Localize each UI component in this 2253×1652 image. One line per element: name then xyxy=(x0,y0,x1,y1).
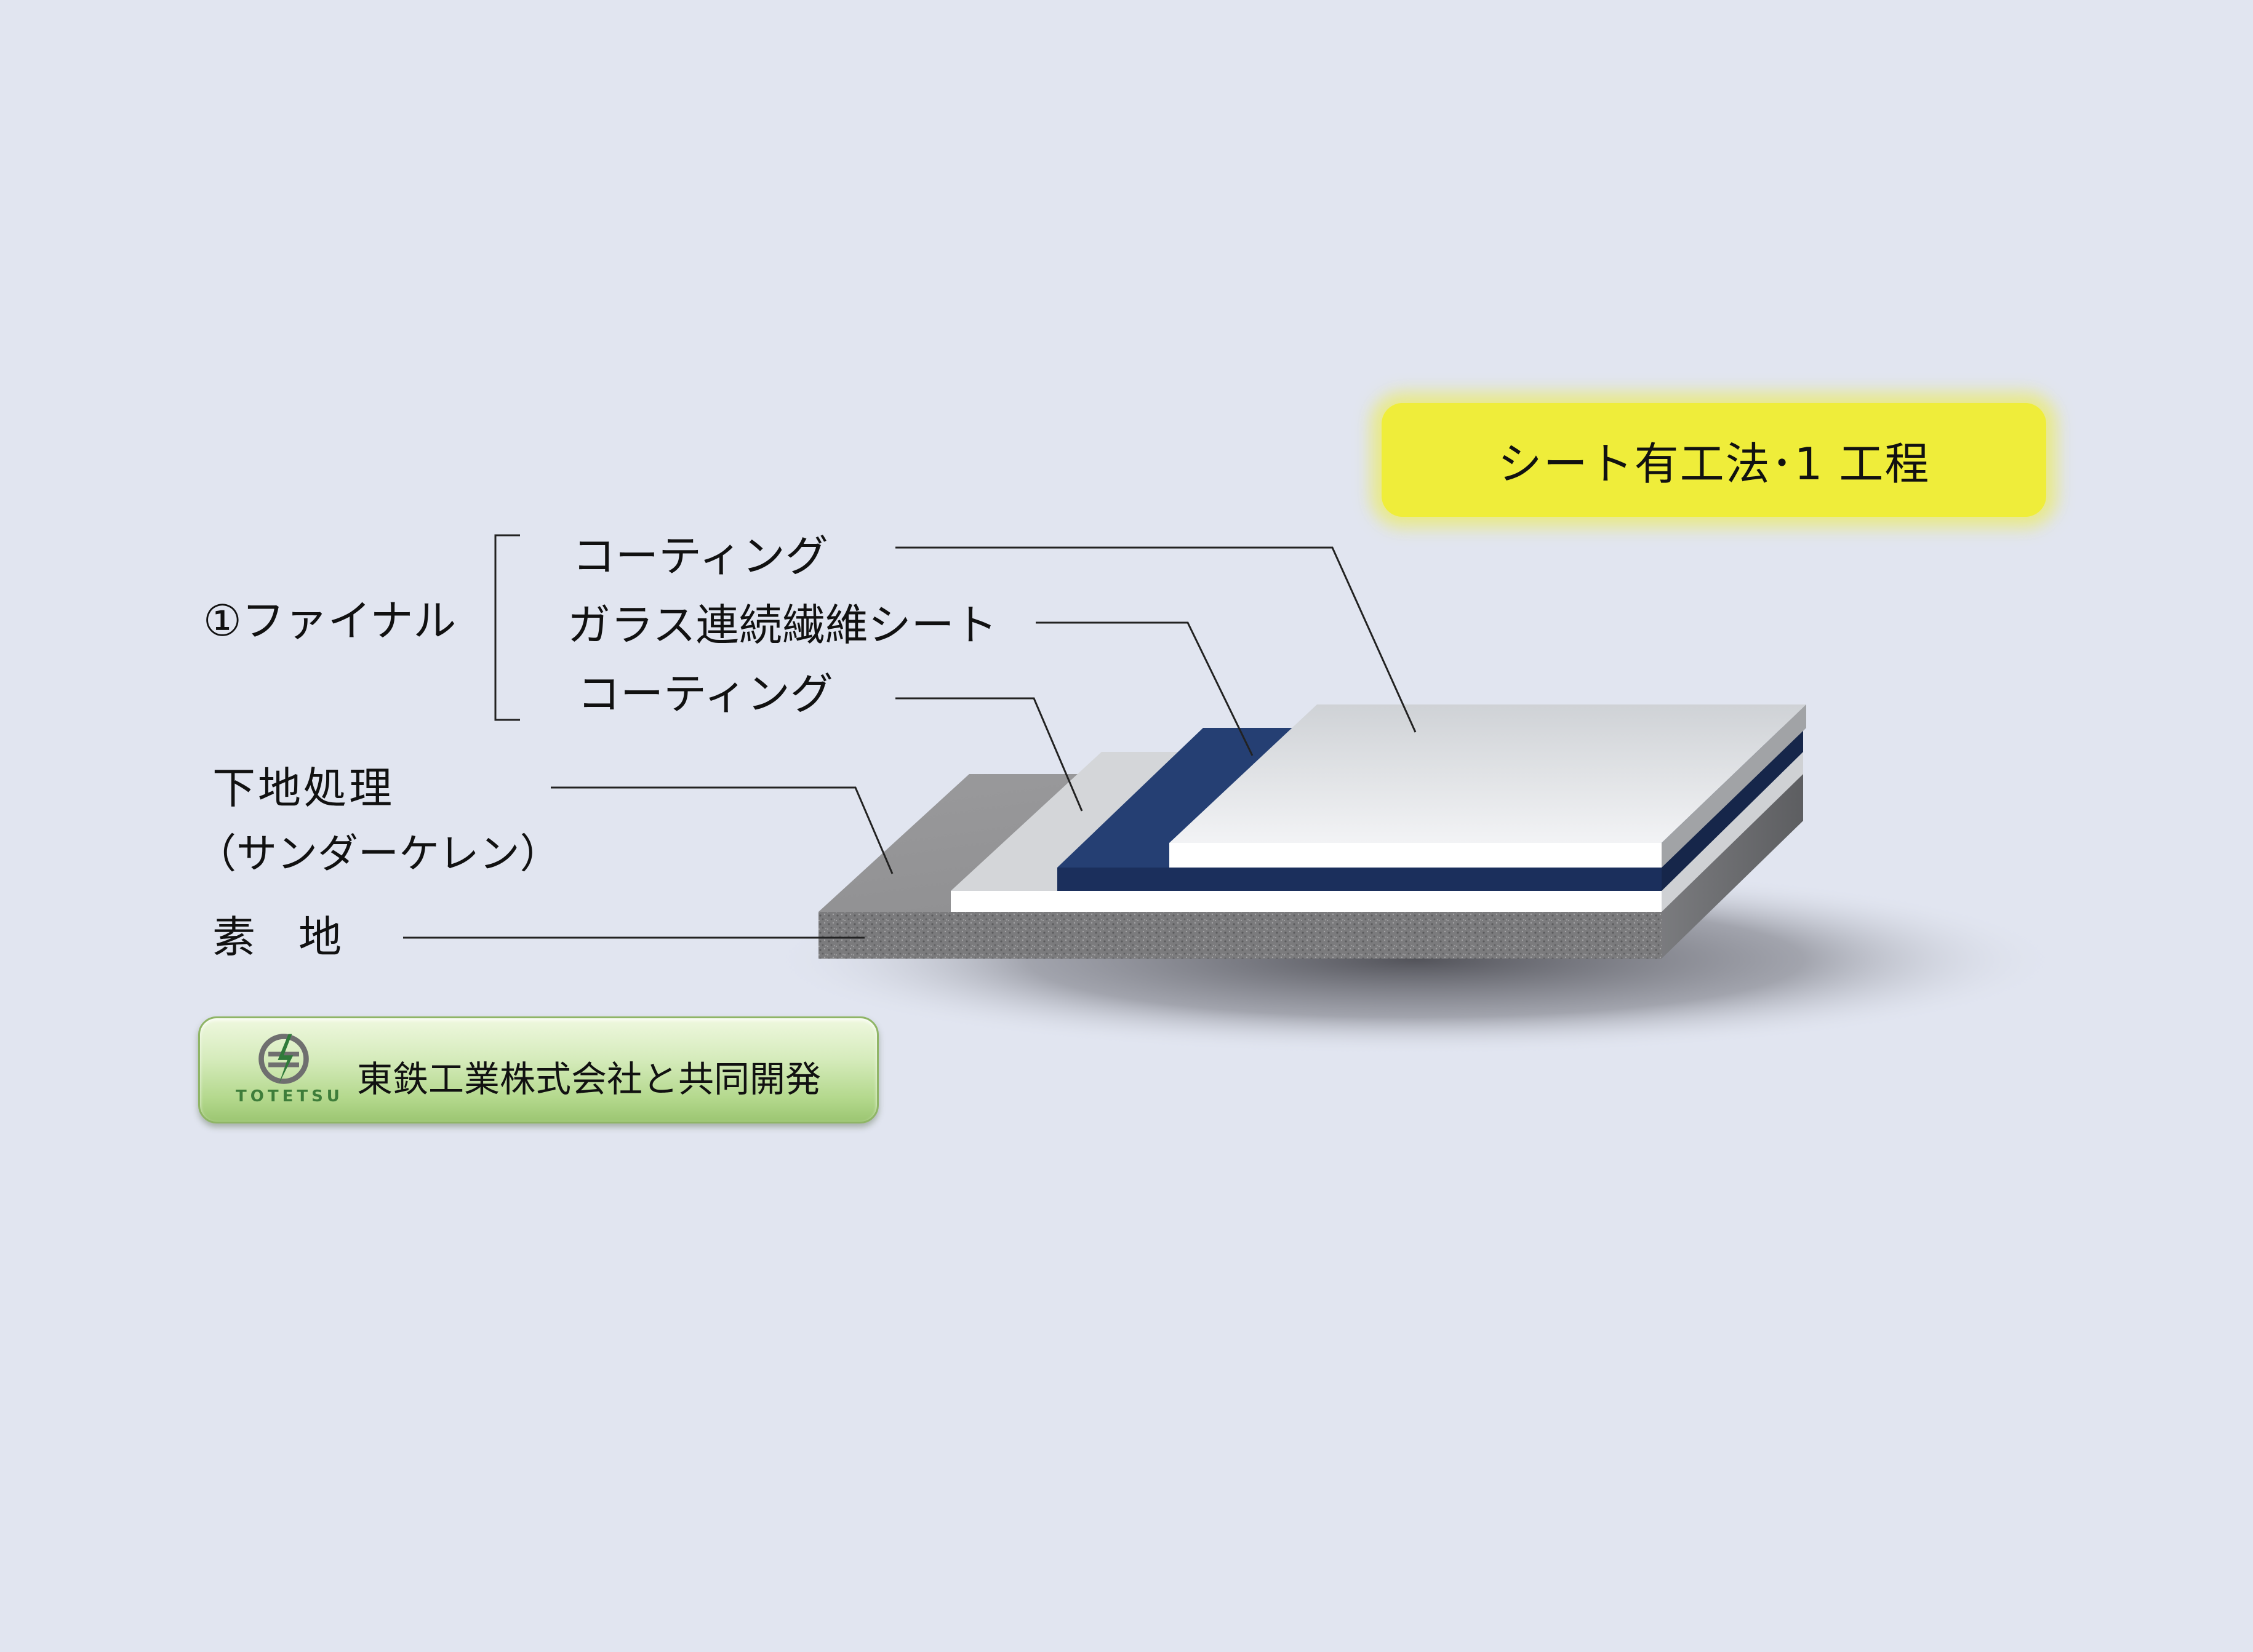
slab-right-edge xyxy=(1662,704,1806,868)
substrate-front xyxy=(818,912,1662,959)
badge-text: 東鉄工業株式会社と共同開発 xyxy=(357,1058,822,1100)
title-box: シート有工法･1 工程 xyxy=(1382,403,2046,517)
coating-top xyxy=(1169,704,1806,843)
co-development-badge: TOTETSU 東鉄工業株式会社と共同開発 xyxy=(198,1016,879,1123)
diagram-title: シート有工法･1 工程 xyxy=(1497,438,1931,490)
label-final-group: ①ファイナル xyxy=(203,596,456,646)
label-glass-sheet: ガラス連続繊維シート xyxy=(567,600,998,650)
totetsu-logo-icon xyxy=(258,1034,309,1084)
label-prep-line1: 下地処理 xyxy=(212,763,394,813)
glass-sheet-front xyxy=(1057,868,1662,891)
leader-prep xyxy=(551,786,894,874)
label-coating-bottom: コーティング xyxy=(577,669,833,719)
label-substrate: 素 地 xyxy=(212,912,342,962)
group-bracket xyxy=(494,534,520,721)
leader-coating-bottom xyxy=(895,697,1083,812)
leader-glass-sheet xyxy=(1036,621,1254,756)
totetsu-logo-word: TOTETSU xyxy=(236,1087,343,1106)
prep-layer-right xyxy=(1662,752,1803,912)
label-coating-top: コーティング xyxy=(572,531,828,581)
coating-front xyxy=(1169,843,1662,868)
label-prep-line2: （サンダーケレン） xyxy=(196,830,561,877)
glass-sheet-right xyxy=(1662,728,1803,891)
substrate-right xyxy=(1662,774,1803,959)
prep-layer-front xyxy=(951,891,1662,912)
leader-coating-top xyxy=(895,546,1417,733)
